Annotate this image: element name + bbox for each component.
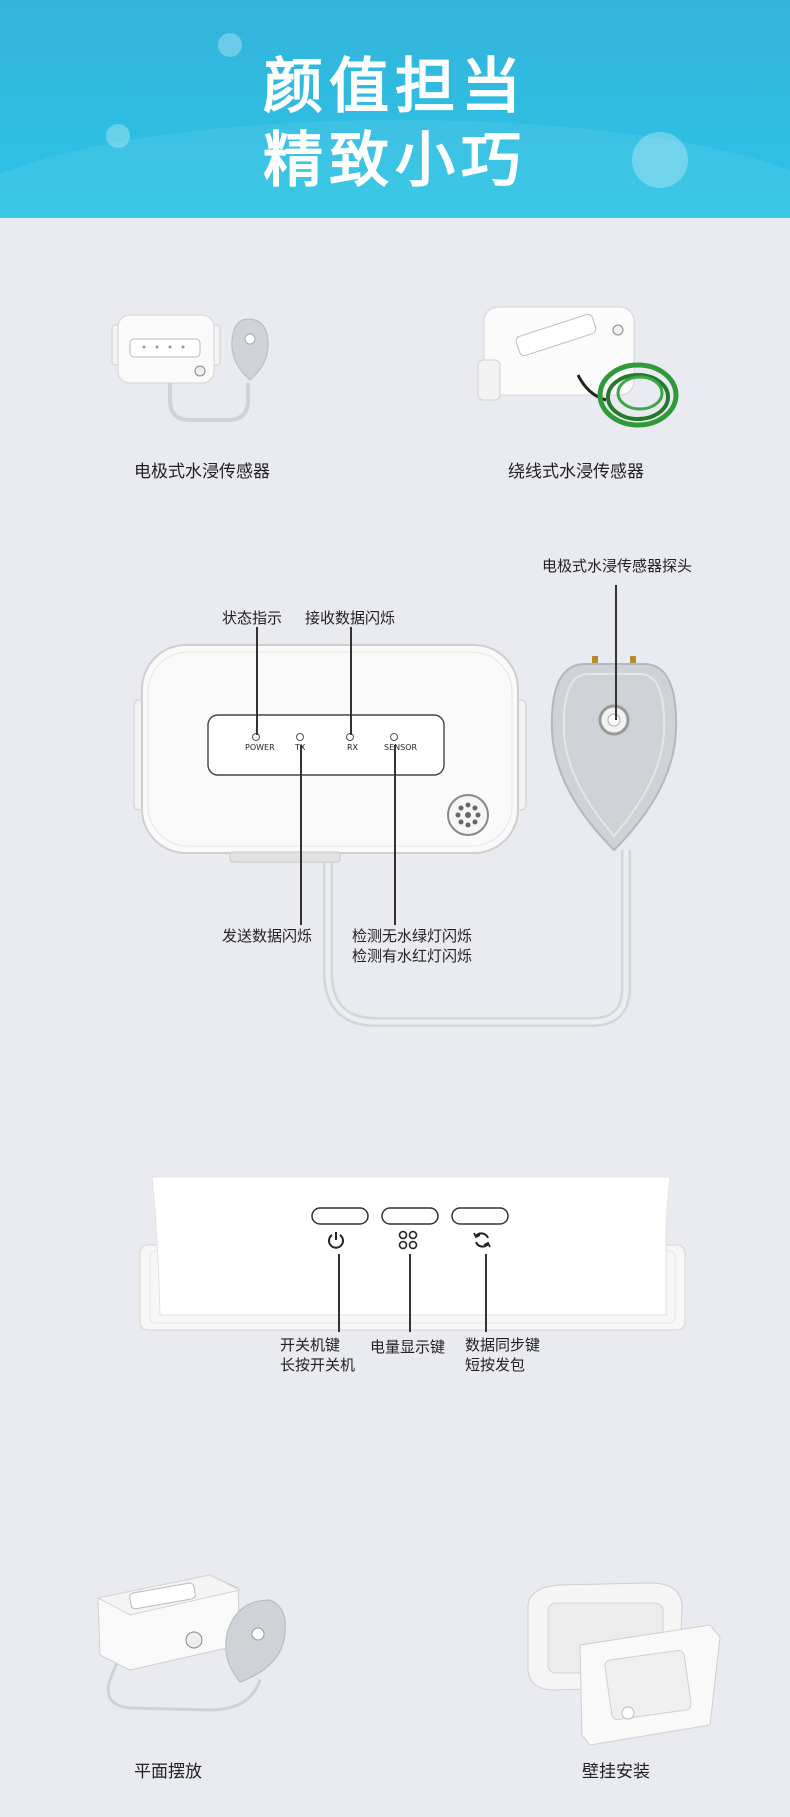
callout-line-probe (615, 585, 617, 720)
bubble-decoration (632, 132, 688, 188)
callout-line-power-button (338, 1254, 340, 1332)
banner: 颜值担当 精致小巧 (0, 0, 790, 218)
wire-sensor-image (477, 306, 679, 428)
callout-line-status (256, 627, 258, 735)
banner-title-line1: 颜值担当 (263, 52, 527, 122)
led-label-power: POWER (245, 743, 275, 752)
bubble-decoration (218, 33, 242, 57)
electrode-sensor-image (111, 314, 269, 422)
banner-title-line2: 精致小巧 (263, 126, 527, 196)
battery-button-label: 电量显示键 (370, 1338, 446, 1356)
button-panel-diagram (139, 1176, 686, 1331)
sync-button-label-line2: 短按发包 (465, 1356, 526, 1374)
sync-icon (473, 1232, 491, 1248)
tx-label: 发送数据闪烁 (222, 927, 313, 945)
wire-sensor-caption: 绕线式水浸传感器 (508, 462, 644, 482)
callout-line-rx (350, 627, 352, 735)
callout-line-sensor (394, 745, 396, 925)
wall-mount-image (527, 1582, 721, 1746)
rx-label: 接收数据闪烁 (305, 609, 396, 627)
wall-mount-caption: 壁挂安装 (582, 1762, 650, 1782)
flat-placement-caption: 平面摆放 (134, 1762, 202, 1782)
sensor-main-diagram (133, 644, 678, 1027)
flat-placement-image (96, 1574, 286, 1712)
sensor-label-line1: 检测无水绿灯闪烁 (352, 927, 473, 945)
led-label-rx: RX (347, 743, 359, 752)
callout-line-tx (300, 745, 302, 925)
electrode-sensor-caption: 电极式水浸传感器 (134, 462, 270, 482)
battery-display-icon (398, 1230, 418, 1250)
callout-line-battery-button (409, 1254, 411, 1332)
power-button-label-line2: 长按开关机 (280, 1356, 356, 1374)
power-icon (328, 1232, 344, 1249)
status-indicator-label: 状态指示 (222, 609, 283, 627)
led-label-sensor: SENSOR (384, 743, 418, 752)
sensor-label-line2: 检测有水红灯闪烁 (352, 947, 473, 965)
power-button-label-line1: 开关机键 (280, 1336, 341, 1354)
bubble-decoration (106, 124, 130, 148)
sync-button-label-line1: 数据同步键 (465, 1336, 541, 1354)
callout-line-sync-button (485, 1254, 487, 1332)
probe-label: 电极式水浸传感器探头 (542, 557, 693, 575)
